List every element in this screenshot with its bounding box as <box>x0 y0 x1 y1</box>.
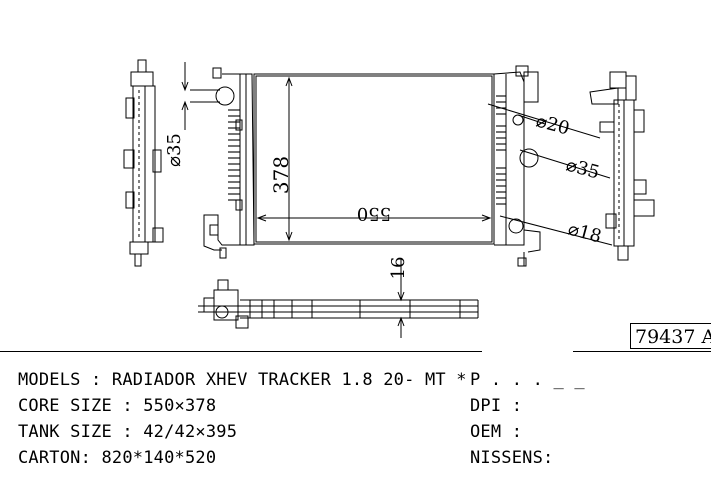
part-code: 79437 A <box>635 326 711 348</box>
radiator-drawing: 378 550 ⌀35 ⌀20 ⌀35 ⌀18 16 <box>123 59 655 338</box>
pipe-leaders <box>487 103 613 246</box>
spec-models: MODELS : RADIADOR XHEV TRACKER 1.8 20- M… <box>18 370 467 390</box>
bottom-view <box>198 258 479 338</box>
divider-right <box>573 351 711 352</box>
pipe1-label: ⌀20 <box>534 111 572 140</box>
spec-carton: CARTON: 820*140*520 <box>18 448 217 468</box>
height-label: 378 <box>269 156 293 194</box>
inlet-diameter-label: ⌀35 <box>164 133 185 167</box>
width-label: 550 <box>357 203 391 224</box>
spec-dpi: DPI : <box>470 396 523 416</box>
inlet-diameter-dimension <box>181 62 189 130</box>
width-dimension <box>256 214 492 222</box>
pipe3-label: ⌀18 <box>566 219 604 248</box>
front-view <box>190 65 541 267</box>
left-side-view <box>123 59 164 267</box>
spec-oem: OEM : <box>470 422 523 442</box>
spec-p: P . . . _ _ <box>470 370 585 390</box>
offset-label: 16 <box>388 257 409 280</box>
spec-nissens: NISSENS: <box>470 448 554 468</box>
right-side-view <box>589 71 655 261</box>
spec-tank-size: TANK SIZE : 42/42×395 <box>18 422 238 442</box>
pipe2-label: ⌀35 <box>564 155 602 184</box>
part-code-box: 79437 A <box>630 323 711 349</box>
divider-left <box>0 351 482 352</box>
height-dimension <box>285 76 293 242</box>
spec-core-size: CORE SIZE : 550×378 <box>18 396 217 416</box>
